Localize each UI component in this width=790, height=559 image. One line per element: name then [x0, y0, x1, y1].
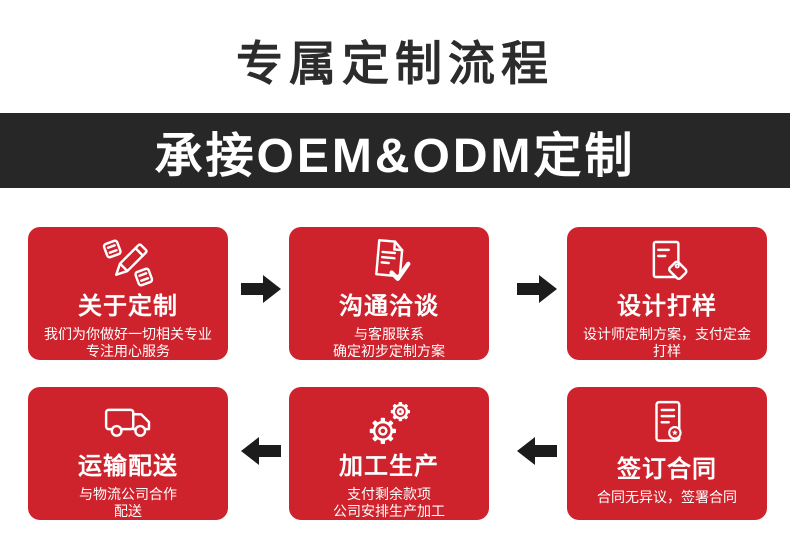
- desc-line: 合同无异议，签署合同: [597, 488, 737, 505]
- desc-line: 我们为你做好一切相关专业: [44, 326, 212, 342]
- step-title: 沟通洽谈: [339, 293, 439, 321]
- step-card-shipping: 运输配送 与物流公司合作 配送: [28, 387, 228, 520]
- banner-title: 承接OEM&ODM定制: [154, 129, 636, 183]
- desc-line: 配送: [114, 503, 142, 519]
- step-description: 与物流公司合作 配送: [79, 486, 177, 520]
- truck-icon: [99, 394, 157, 451]
- document-tag-icon: [639, 234, 695, 291]
- desc-line: 专注用心服务: [86, 343, 170, 359]
- step-description: 与客服联系 确定初步定制方案: [333, 326, 445, 360]
- desc-line: 公司安排生产加工: [333, 503, 445, 519]
- step-card-communication: 沟通洽谈 与客服联系 确定初步定制方案: [289, 227, 489, 360]
- step-card-sign-contract: 签订合同 合同无异议，签署合同: [567, 387, 767, 520]
- gears-icon: [361, 394, 417, 451]
- desc-line: 与物流公司合作: [79, 486, 177, 502]
- desc-line: 与客服联系: [354, 326, 424, 342]
- step-description: 合同无异议，签署合同: [597, 489, 737, 506]
- pencil-notes-icon: [100, 234, 156, 291]
- banner: 承接OEM&ODM定制: [0, 113, 790, 188]
- desc-line: 打样: [653, 343, 681, 359]
- flow-arrow-right-icon: [517, 273, 557, 305]
- step-description: 我们为你做好一切相关专业 专注用心服务: [44, 326, 212, 360]
- step-title: 运输配送: [78, 453, 178, 481]
- contract-seal-icon: [639, 394, 695, 454]
- step-card-design-sample: 设计打样 设计师定制方案，支付定金 打样: [567, 227, 767, 360]
- step-card-production: 加工生产 支付剩余款项 公司安排生产加工: [289, 387, 489, 520]
- step-title: 加工生产: [339, 453, 439, 481]
- flow-arrow-left-icon: [517, 435, 557, 467]
- step-description: 设计师定制方案，支付定金 打样: [583, 326, 751, 360]
- flow-arrow-left-icon: [241, 435, 281, 467]
- step-title: 设计打样: [617, 293, 717, 321]
- desc-line: 确定初步定制方案: [333, 343, 445, 359]
- desc-line: 支付剩余款项: [347, 486, 431, 502]
- step-description: 支付剩余款项 公司安排生产加工: [333, 486, 445, 520]
- flow-arrow-right-icon: [241, 273, 281, 305]
- page-title: 专属定制流程: [236, 37, 554, 90]
- step-title: 签订合同: [617, 456, 717, 483]
- desc-line: 设计师定制方案，支付定金: [583, 326, 751, 342]
- step-title: 关于定制: [78, 293, 178, 321]
- document-check-icon: [361, 234, 417, 291]
- step-card-about-custom: 关于定制 我们为你做好一切相关专业 专注用心服务: [28, 227, 228, 360]
